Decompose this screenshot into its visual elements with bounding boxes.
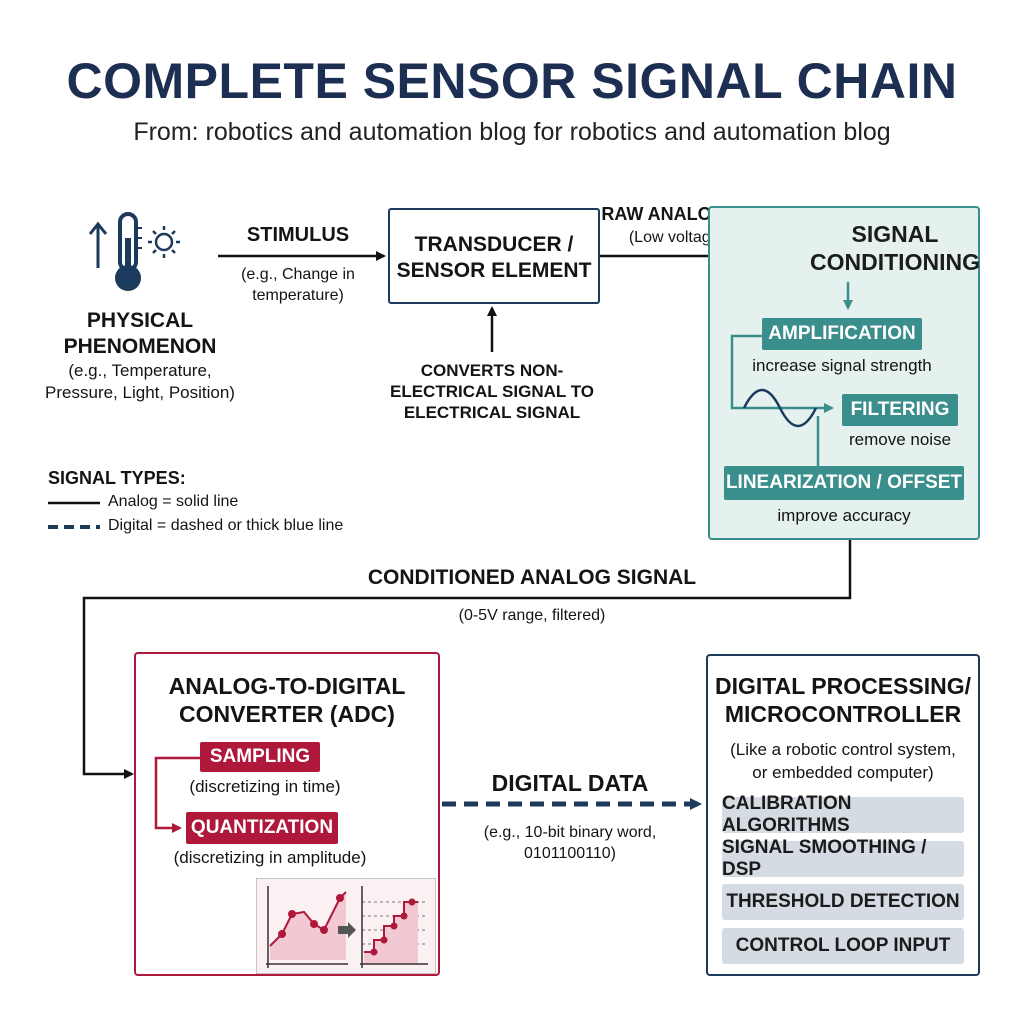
filtering-pill: FILTERING [842, 394, 958, 426]
amplification-pill: AMPLIFICATION [762, 318, 922, 350]
transducer-box: TRANSDUCER / SENSOR ELEMENT [388, 208, 600, 304]
arrow-right-icon [338, 922, 356, 938]
conditioned-desc: (0-5V range, filtered) [458, 607, 606, 624]
transducer-title-line2: SENSOR ELEMENT [396, 259, 592, 282]
adc-flow [154, 756, 202, 833]
phenomenon-desc-line1: (e.g., Temperature, [68, 361, 212, 380]
transducer-note-line1: CONVERTS NON- [420, 361, 564, 380]
stimulus-desc-line2: temperature) [252, 287, 344, 304]
filtering-desc: remove noise [848, 430, 952, 449]
processing-desc: (Like a robotic control system, or embed… [706, 738, 980, 784]
adc-title-line1: ANALOG-TO-DIGITAL [168, 673, 406, 699]
processing-title-line2: MICROCONTROLLER [724, 701, 962, 727]
phenomenon-title: PHYSICAL PHENOMENON [40, 308, 240, 360]
processing-item: SIGNAL SMOOTHING / DSP [722, 837, 964, 880]
legend-title: SIGNAL TYPES: [48, 468, 186, 488]
adc-title: ANALOG-TO-DIGITAL CONVERTER (ADC) [134, 672, 440, 728]
digital-data-desc-line1: (e.g., 10-bit binary word, [483, 824, 657, 841]
legend-analog: Analog = solid line [108, 493, 239, 510]
transducer-note-line2: ELECTRICAL SIGNAL TO [389, 382, 595, 401]
quantization-desc: (discretizing in amplitude) [173, 848, 367, 867]
processing-desc-line1: (Like a robotic control system, [730, 740, 956, 759]
legend-digital: Digital = dashed or thick blue line [108, 517, 344, 534]
stimulus-label: STIMULUS [246, 224, 350, 246]
thermometer-sun-icon [88, 212, 180, 291]
page-subtitle: From: robotics and automation blog for r… [133, 118, 891, 146]
phenomenon-title-line1: PHYSICAL [86, 309, 194, 332]
phenomenon-title-line2: PHENOMENON [63, 335, 217, 358]
quantized-signal-graph [360, 886, 428, 968]
stimulus-desc: (e.g., Change in temperature) [218, 264, 378, 306]
linearization-pill: LINEARIZATION / OFFSET [724, 466, 964, 500]
phenomenon-desc-line2: Pressure, Light, Position) [45, 383, 235, 402]
linearization-desc: improve accuracy [777, 506, 911, 525]
conditioned-signal-path [82, 540, 852, 779]
sampling-quantization-graphic [256, 878, 436, 974]
conditioned-label: CONDITIONED ANALOG SIGNAL [367, 566, 697, 589]
page-title: COMPLETE SENSOR SIGNAL CHAIN [66, 53, 958, 109]
digital-data-desc-line2: 0101100110) [524, 845, 616, 862]
amplification-desc: increase signal strength [752, 356, 932, 375]
conditioning-title-line2: CONDITIONING [810, 249, 980, 275]
transducer-note-line3: ELECTRICAL SIGNAL [403, 403, 581, 422]
conditioning-title-line1: SIGNAL [851, 221, 939, 247]
processing-item: CALIBRATION ALGORITHMS [722, 793, 964, 836]
transducer-note: CONVERTS NON- ELECTRICAL SIGNAL TO ELECT… [382, 360, 602, 423]
adc-title-line2: CONVERTER (ADC) [179, 701, 395, 727]
conditioning-title: SIGNAL CONDITIONING [810, 220, 980, 276]
quantization-pill: QUANTIZATION [186, 812, 338, 844]
sampling-desc: (discretizing in time) [189, 777, 341, 796]
processing-item: CONTROL LOOP INPUT [722, 928, 964, 964]
sampling-pill: SAMPLING [200, 742, 320, 772]
transducer-title-line1: TRANSDUCER / [414, 233, 574, 256]
processing-title-line1: DIGITAL PROCESSING/ [714, 673, 971, 699]
processing-item: THRESHOLD DETECTION [722, 884, 964, 920]
processing-desc-line2: or embedded computer) [752, 763, 934, 782]
phenomenon-desc: (e.g., Temperature, Pressure, Light, Pos… [30, 360, 250, 404]
stimulus-desc-line1: (e.g., Change in [241, 266, 355, 283]
processing-title: DIGITAL PROCESSING/ MICROCONTROLLER [706, 672, 980, 728]
sampled-signal-graph [266, 886, 348, 968]
digital-data-label: DIGITAL DATA [491, 770, 649, 796]
digital-data-desc: (e.g., 10-bit binary word, 0101100110) [450, 822, 690, 864]
